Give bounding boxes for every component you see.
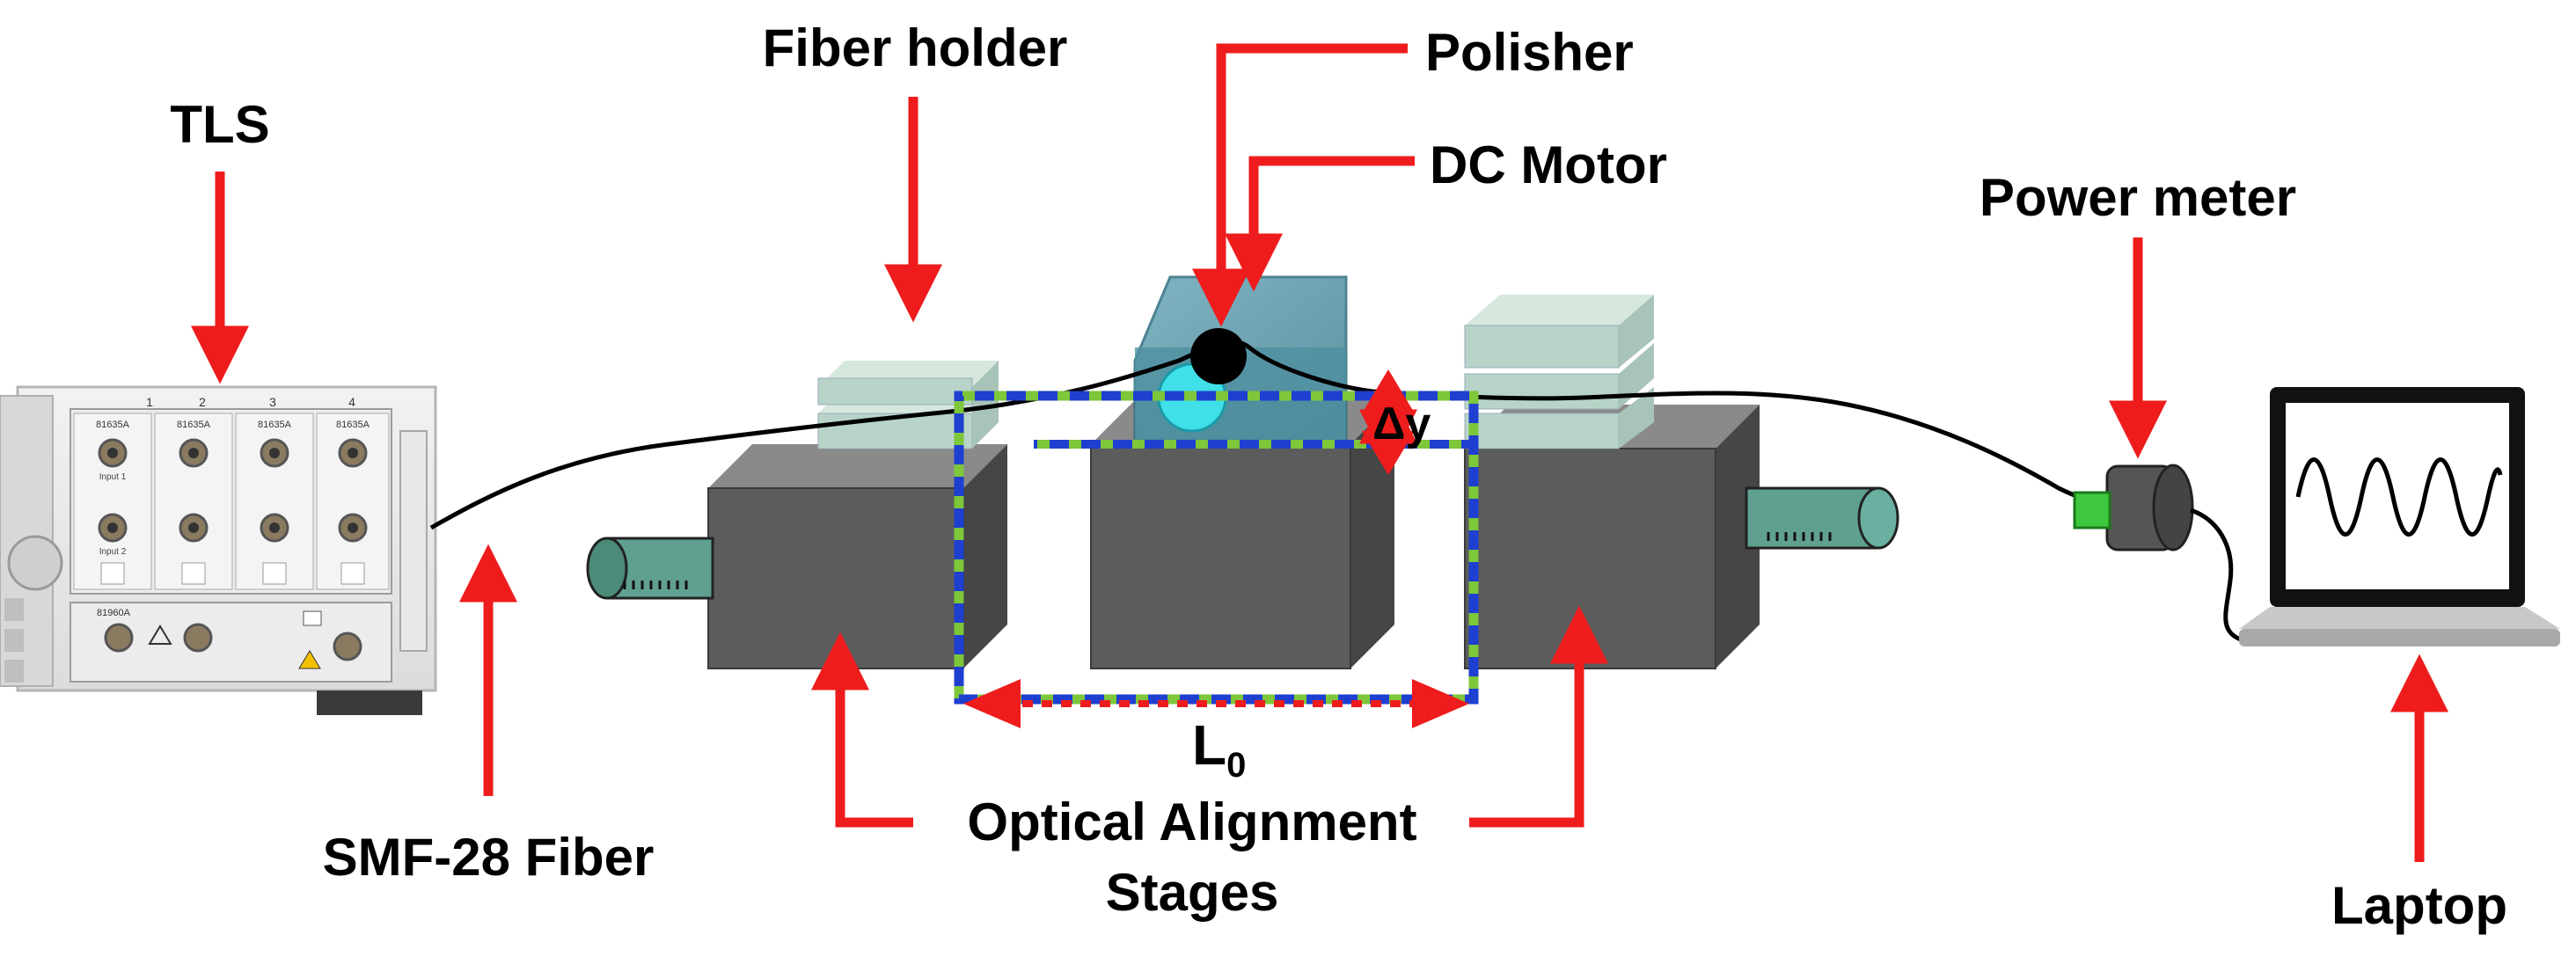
channel-4: 4 81635A (316, 395, 390, 590)
annotation-arrows (191, 43, 2448, 862)
dc-motor-arrow (1225, 156, 1415, 292)
fiber-holder-label: Fiber holder (762, 18, 1068, 77)
screen-waveform (2295, 457, 2503, 537)
channel-2: 2 81635A (154, 395, 233, 590)
l0-arrow-left (963, 679, 1021, 728)
stages-label-line2: Stages (1105, 863, 1279, 922)
svg-text:Input 2: Input 2 (99, 547, 127, 557)
l0-dimension (963, 679, 1469, 728)
module-name: 81635A (96, 420, 130, 430)
connector-icon (2073, 491, 2111, 530)
stages-arrow-left (811, 632, 913, 828)
channel-number: 2 (199, 395, 206, 409)
channel-number: 3 (269, 395, 276, 409)
smf28-fiber-line (429, 339, 2104, 530)
svg-text:Input 1: Input 1 (99, 472, 127, 482)
tls-label: TLS (170, 95, 270, 154)
polisher-label: Polisher (1425, 23, 1634, 82)
channel-1: 1 81635A Input 1 Input 2 (73, 395, 153, 590)
module-name: 81635A (336, 420, 370, 430)
smf-fiber-label: SMF-28 Fiber (322, 828, 655, 887)
laptop (2239, 387, 2560, 647)
delta-y-marker (1362, 369, 1415, 475)
optical-stage-left (586, 361, 1007, 669)
channel-number: 4 (348, 395, 355, 409)
delta-y-label: Δy (1372, 398, 1431, 449)
polisher-arrow (1192, 43, 1408, 327)
power-meter (2073, 464, 2249, 645)
power-meter-label: Power meter (1979, 168, 2297, 227)
l0-arrow-right (1412, 679, 1469, 728)
dc-motor-label: DC Motor (1430, 135, 1667, 194)
l0-label: L0 (1192, 713, 1247, 785)
module-name: 81635A (258, 420, 292, 430)
channel-3: 3 81635A (235, 395, 314, 590)
polisher-contact (1190, 328, 1247, 384)
bottom-module-name: 81960A (97, 608, 131, 618)
tls-instrument: 1 81635A Input 1 Input 2 2 81635A 3 8163… (0, 385, 437, 715)
module-name: 81635A (177, 420, 211, 430)
laptop-label: Laptop (2331, 876, 2507, 935)
stages-label-line1: Optical Alignment (967, 793, 1417, 851)
optical-stage-right (1464, 295, 1899, 669)
channel-number: 1 (146, 395, 153, 409)
stages-arrow-right (1469, 605, 1608, 828)
